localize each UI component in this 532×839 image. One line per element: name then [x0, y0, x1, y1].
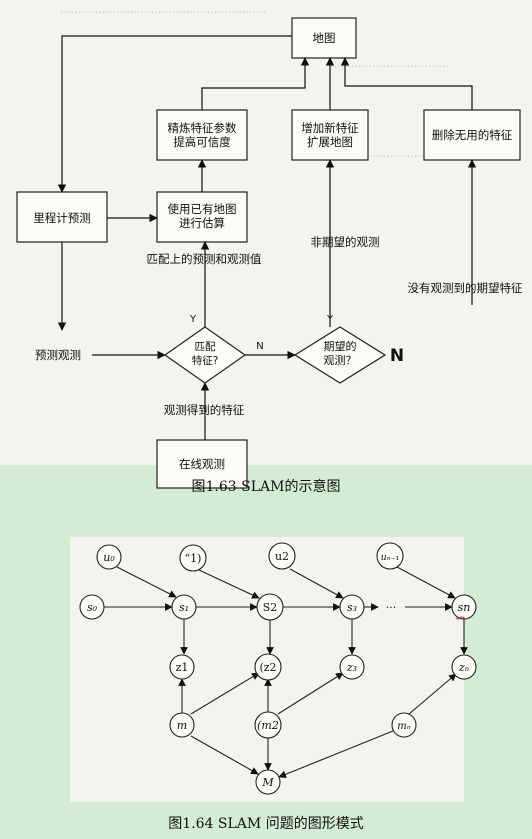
bg-text: ········································…	[60, 6, 267, 19]
caption-fig-1-64: 图1.64 SLAM 问题的图形模式	[168, 816, 364, 832]
box-online	[156, 439, 248, 489]
box-add	[291, 109, 369, 161]
node-un1	[376, 542, 404, 570]
edge-m2-z3	[277, 672, 344, 715]
node-z2-label: (z2	[259, 661, 276, 674]
node-sn-label: sn	[458, 601, 471, 614]
box-map	[291, 17, 357, 59]
edge-u0-s1	[116, 566, 177, 598]
diamond-expected-label: 期望的观测？	[324, 339, 357, 367]
node-u1-label: “1)	[185, 552, 202, 565]
edge-m-M	[190, 735, 259, 775]
box-delete-label: 删除无用的特征	[432, 128, 513, 142]
node-s3	[339, 594, 365, 620]
red-squiggle	[455, 616, 469, 620]
node-u2-label: u2	[275, 550, 289, 563]
label-y2: Y	[326, 314, 334, 325]
node-u0-label: u₀	[103, 551, 115, 564]
node-z2	[254, 653, 282, 681]
diamond-match-label: 匹配特征?	[192, 341, 219, 367]
bg-text: ··································	[330, 60, 449, 73]
node-s0	[79, 594, 105, 620]
box-refine-label: 精炼特征参数提高可信度	[168, 121, 237, 149]
label-y1: Y	[189, 314, 197, 325]
label-observed: 观测得到的特征	[164, 403, 245, 417]
edge-m-z2	[190, 672, 260, 715]
node-s1	[171, 594, 197, 620]
node-zn-label: zₙ	[458, 661, 469, 674]
edge-u2-s3	[289, 568, 344, 599]
arrow-delete-to-map	[340, 57, 473, 110]
edge-un1-sn	[396, 566, 456, 599]
node-u1	[179, 544, 207, 572]
node-mn	[391, 712, 417, 738]
node-sn	[451, 594, 477, 620]
node-s1-label: s₁	[179, 601, 189, 614]
node-s2	[256, 593, 284, 621]
diamond-expected	[293, 326, 387, 384]
node-un1-label: uₙ₋₁	[381, 552, 400, 563]
box-odometry	[16, 191, 108, 243]
node-zn	[451, 654, 477, 680]
node-s2-label: S2	[263, 601, 278, 614]
label-unexpected: 非期望的观测	[311, 235, 380, 249]
label-no-obs: 没有观测到的期望特征	[408, 281, 523, 295]
node-z3-label: z₃	[346, 661, 357, 674]
node-s3-label: s₃	[347, 601, 357, 614]
node-M-label: M	[261, 776, 274, 789]
box-map-label: 地图	[313, 31, 336, 45]
node-u2	[268, 542, 296, 570]
node-M	[255, 769, 281, 795]
edge-mn-zn	[408, 673, 457, 715]
arrow-refine-to-map	[201, 57, 310, 110]
box-odometry-label: 里程计预测	[33, 211, 91, 225]
edge-mn-M	[278, 730, 394, 778]
node-z1-label: z1	[176, 661, 189, 674]
box-add-label: 增加新特征扩展地图	[301, 121, 359, 149]
node-m	[169, 712, 195, 738]
node-m-label: m	[177, 719, 187, 732]
arrow-map-to-odometry	[57, 35, 292, 193]
box-refine	[156, 109, 248, 161]
box-online-label: 在线观测	[179, 457, 225, 471]
edge-u1-s2	[198, 569, 260, 599]
label-n2: N	[390, 346, 404, 366]
caption-fig-1-63: 图1.63 SLAM的示意图	[191, 479, 341, 495]
node-mn-label: mₙ	[397, 721, 411, 732]
node-s0-label: s₀	[87, 601, 98, 614]
node-u0	[96, 544, 122, 570]
box-delete	[423, 109, 521, 161]
label-matched: 匹配上的预测和观测值	[147, 252, 262, 266]
box-estimate-label: 使用已有地图进行估算	[168, 202, 237, 230]
node-z1	[169, 654, 195, 680]
node-dots-label: ···	[386, 601, 397, 614]
label-predict-obs: 预测观测	[35, 348, 81, 362]
node-z3	[339, 654, 365, 680]
node-m2-label: (m2	[257, 719, 279, 732]
label-n1: N	[256, 341, 263, 352]
node-m2	[254, 711, 282, 739]
